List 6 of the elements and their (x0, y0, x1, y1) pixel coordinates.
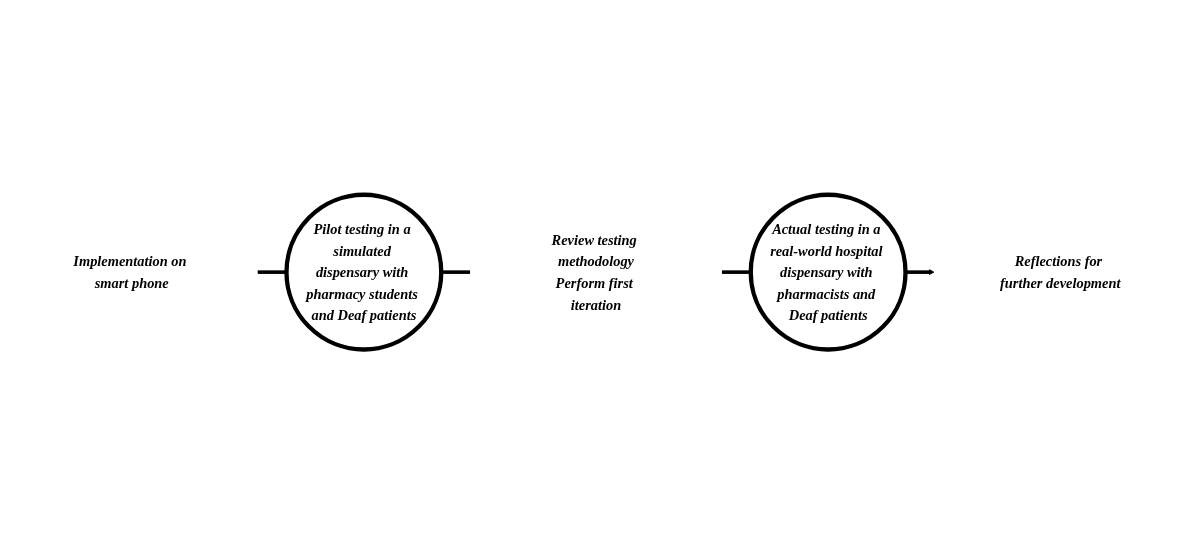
node-circle: Actual testing in a real-world hospital dispensary with pharmacists and Deaf patients (748, 192, 908, 353)
connector (441, 270, 471, 275)
node-text: Review testing methodology Perform first iteration (551, 232, 637, 313)
node-text: Reflections for further development (1000, 253, 1121, 292)
node-text: Implementation on smart phone (73, 253, 187, 292)
node-circle: Pilot testing in a simulated dispensary with pharmacy students and Deaf patients (284, 192, 444, 353)
